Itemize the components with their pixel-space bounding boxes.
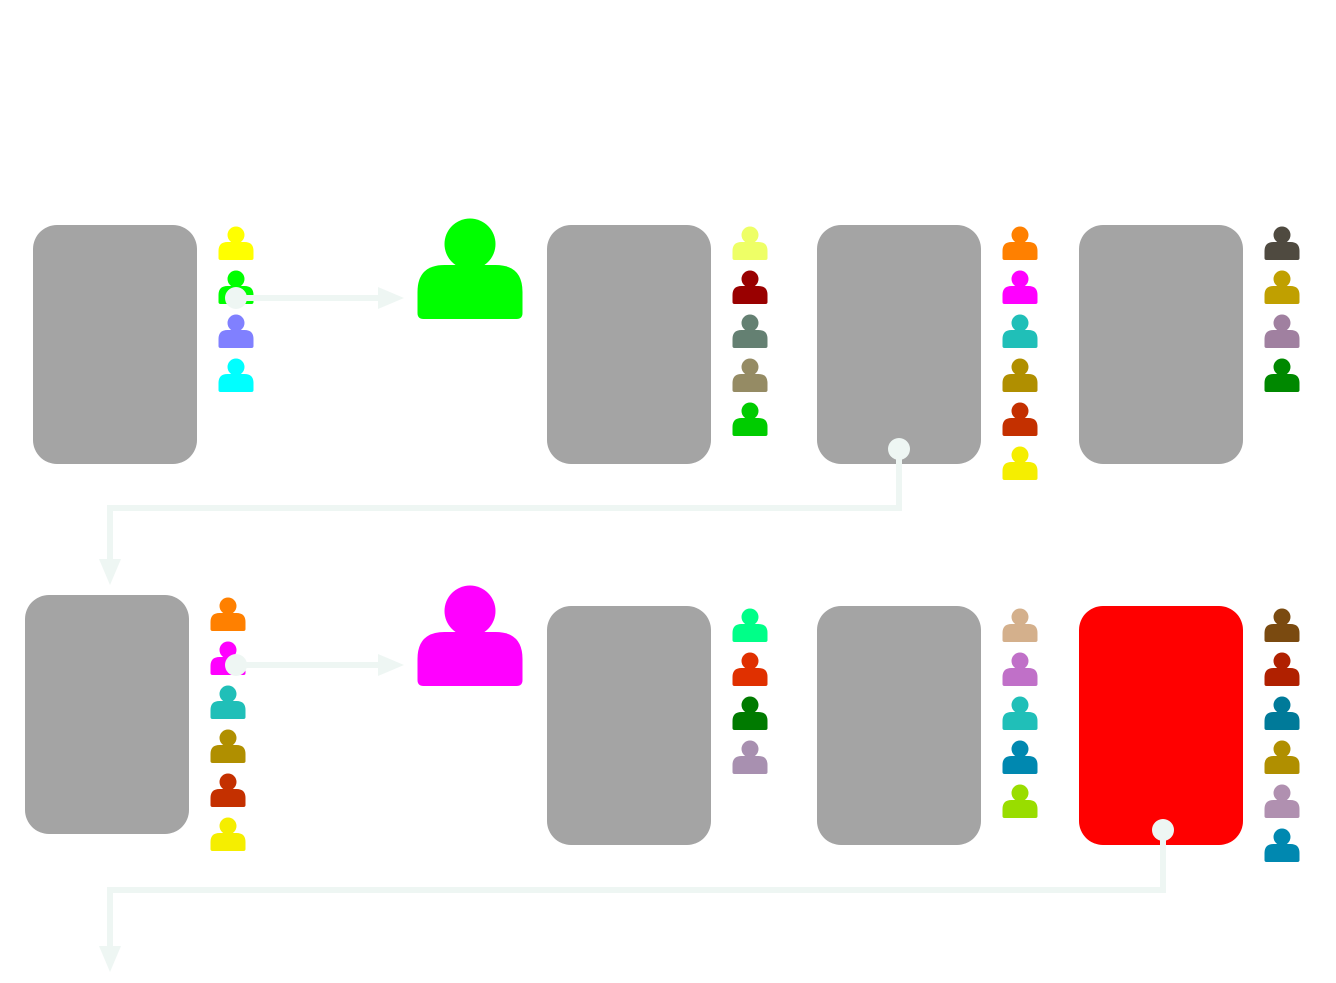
card-4[interactable] bbox=[1079, 225, 1243, 464]
card-3-person-icon-3 bbox=[1002, 314, 1038, 348]
card-6[interactable] bbox=[547, 606, 711, 845]
card-4-person-icon-2 bbox=[1264, 270, 1300, 304]
connector-line-4 bbox=[107, 830, 1166, 946]
card-5-person-icon-3 bbox=[210, 685, 246, 719]
card-2-person-icon-5 bbox=[732, 402, 768, 436]
arrow-head-2 bbox=[99, 559, 121, 585]
card-6-person-icon-1 bbox=[732, 608, 768, 642]
card-7[interactable] bbox=[817, 606, 981, 845]
card-5-person-icon-5 bbox=[210, 773, 246, 807]
connector-dot-2 bbox=[888, 438, 910, 460]
card-3-person-icon-6 bbox=[1002, 446, 1038, 480]
card-7-person-icon-3 bbox=[1002, 696, 1038, 730]
card-5-person-icon-1 bbox=[210, 597, 246, 631]
card-6-person-icon-4 bbox=[732, 740, 768, 774]
connector-line-2 bbox=[107, 449, 902, 560]
arrow-head-1 bbox=[378, 287, 404, 309]
large-person-icon-1 bbox=[417, 218, 523, 319]
card-8-person-icon-5 bbox=[1264, 784, 1300, 818]
card-3-person-icon-5 bbox=[1002, 402, 1038, 436]
card-3[interactable] bbox=[817, 225, 981, 464]
card-7-person-icon-5 bbox=[1002, 784, 1038, 818]
card-2-person-icon-2 bbox=[732, 270, 768, 304]
card-2[interactable] bbox=[547, 225, 711, 464]
arrow-head-3 bbox=[378, 654, 404, 676]
card-5-person-icon-6 bbox=[210, 817, 246, 851]
large-person-icon-2 bbox=[417, 585, 523, 686]
card-8-person-icon-1 bbox=[1264, 608, 1300, 642]
card-1[interactable] bbox=[33, 225, 197, 464]
card-7-person-icon-4 bbox=[1002, 740, 1038, 774]
card-6-person-icon-3 bbox=[732, 696, 768, 730]
arrow-head-4 bbox=[99, 946, 121, 972]
card-1-person-icon-4 bbox=[218, 358, 254, 392]
card-8[interactable] bbox=[1079, 606, 1243, 845]
card-3-person-icon-1 bbox=[1002, 226, 1038, 260]
card-1-person-icon-1 bbox=[218, 226, 254, 260]
card-5[interactable] bbox=[25, 595, 189, 834]
card-2-person-icon-1 bbox=[732, 226, 768, 260]
card-3-person-icon-4 bbox=[1002, 358, 1038, 392]
card-2-person-icon-3 bbox=[732, 314, 768, 348]
card-7-person-icon-2 bbox=[1002, 652, 1038, 686]
card-4-person-icon-4 bbox=[1264, 358, 1300, 392]
card-8-person-icon-4 bbox=[1264, 740, 1300, 774]
connector-dot-3 bbox=[225, 654, 247, 676]
card-7-person-icon-1 bbox=[1002, 608, 1038, 642]
card-6-person-icon-2 bbox=[732, 652, 768, 686]
card-5-person-icon-4 bbox=[210, 729, 246, 763]
card-3-person-icon-2 bbox=[1002, 270, 1038, 304]
connector-dot-1 bbox=[225, 287, 247, 309]
card-8-person-icon-2 bbox=[1264, 652, 1300, 686]
card-8-person-icon-6 bbox=[1264, 828, 1300, 862]
card-1-person-icon-3 bbox=[218, 314, 254, 348]
connector-dot-4 bbox=[1152, 819, 1174, 841]
card-4-person-icon-3 bbox=[1264, 314, 1300, 348]
card-8-person-icon-3 bbox=[1264, 696, 1300, 730]
card-4-person-icon-1 bbox=[1264, 226, 1300, 260]
card-2-person-icon-4 bbox=[732, 358, 768, 392]
